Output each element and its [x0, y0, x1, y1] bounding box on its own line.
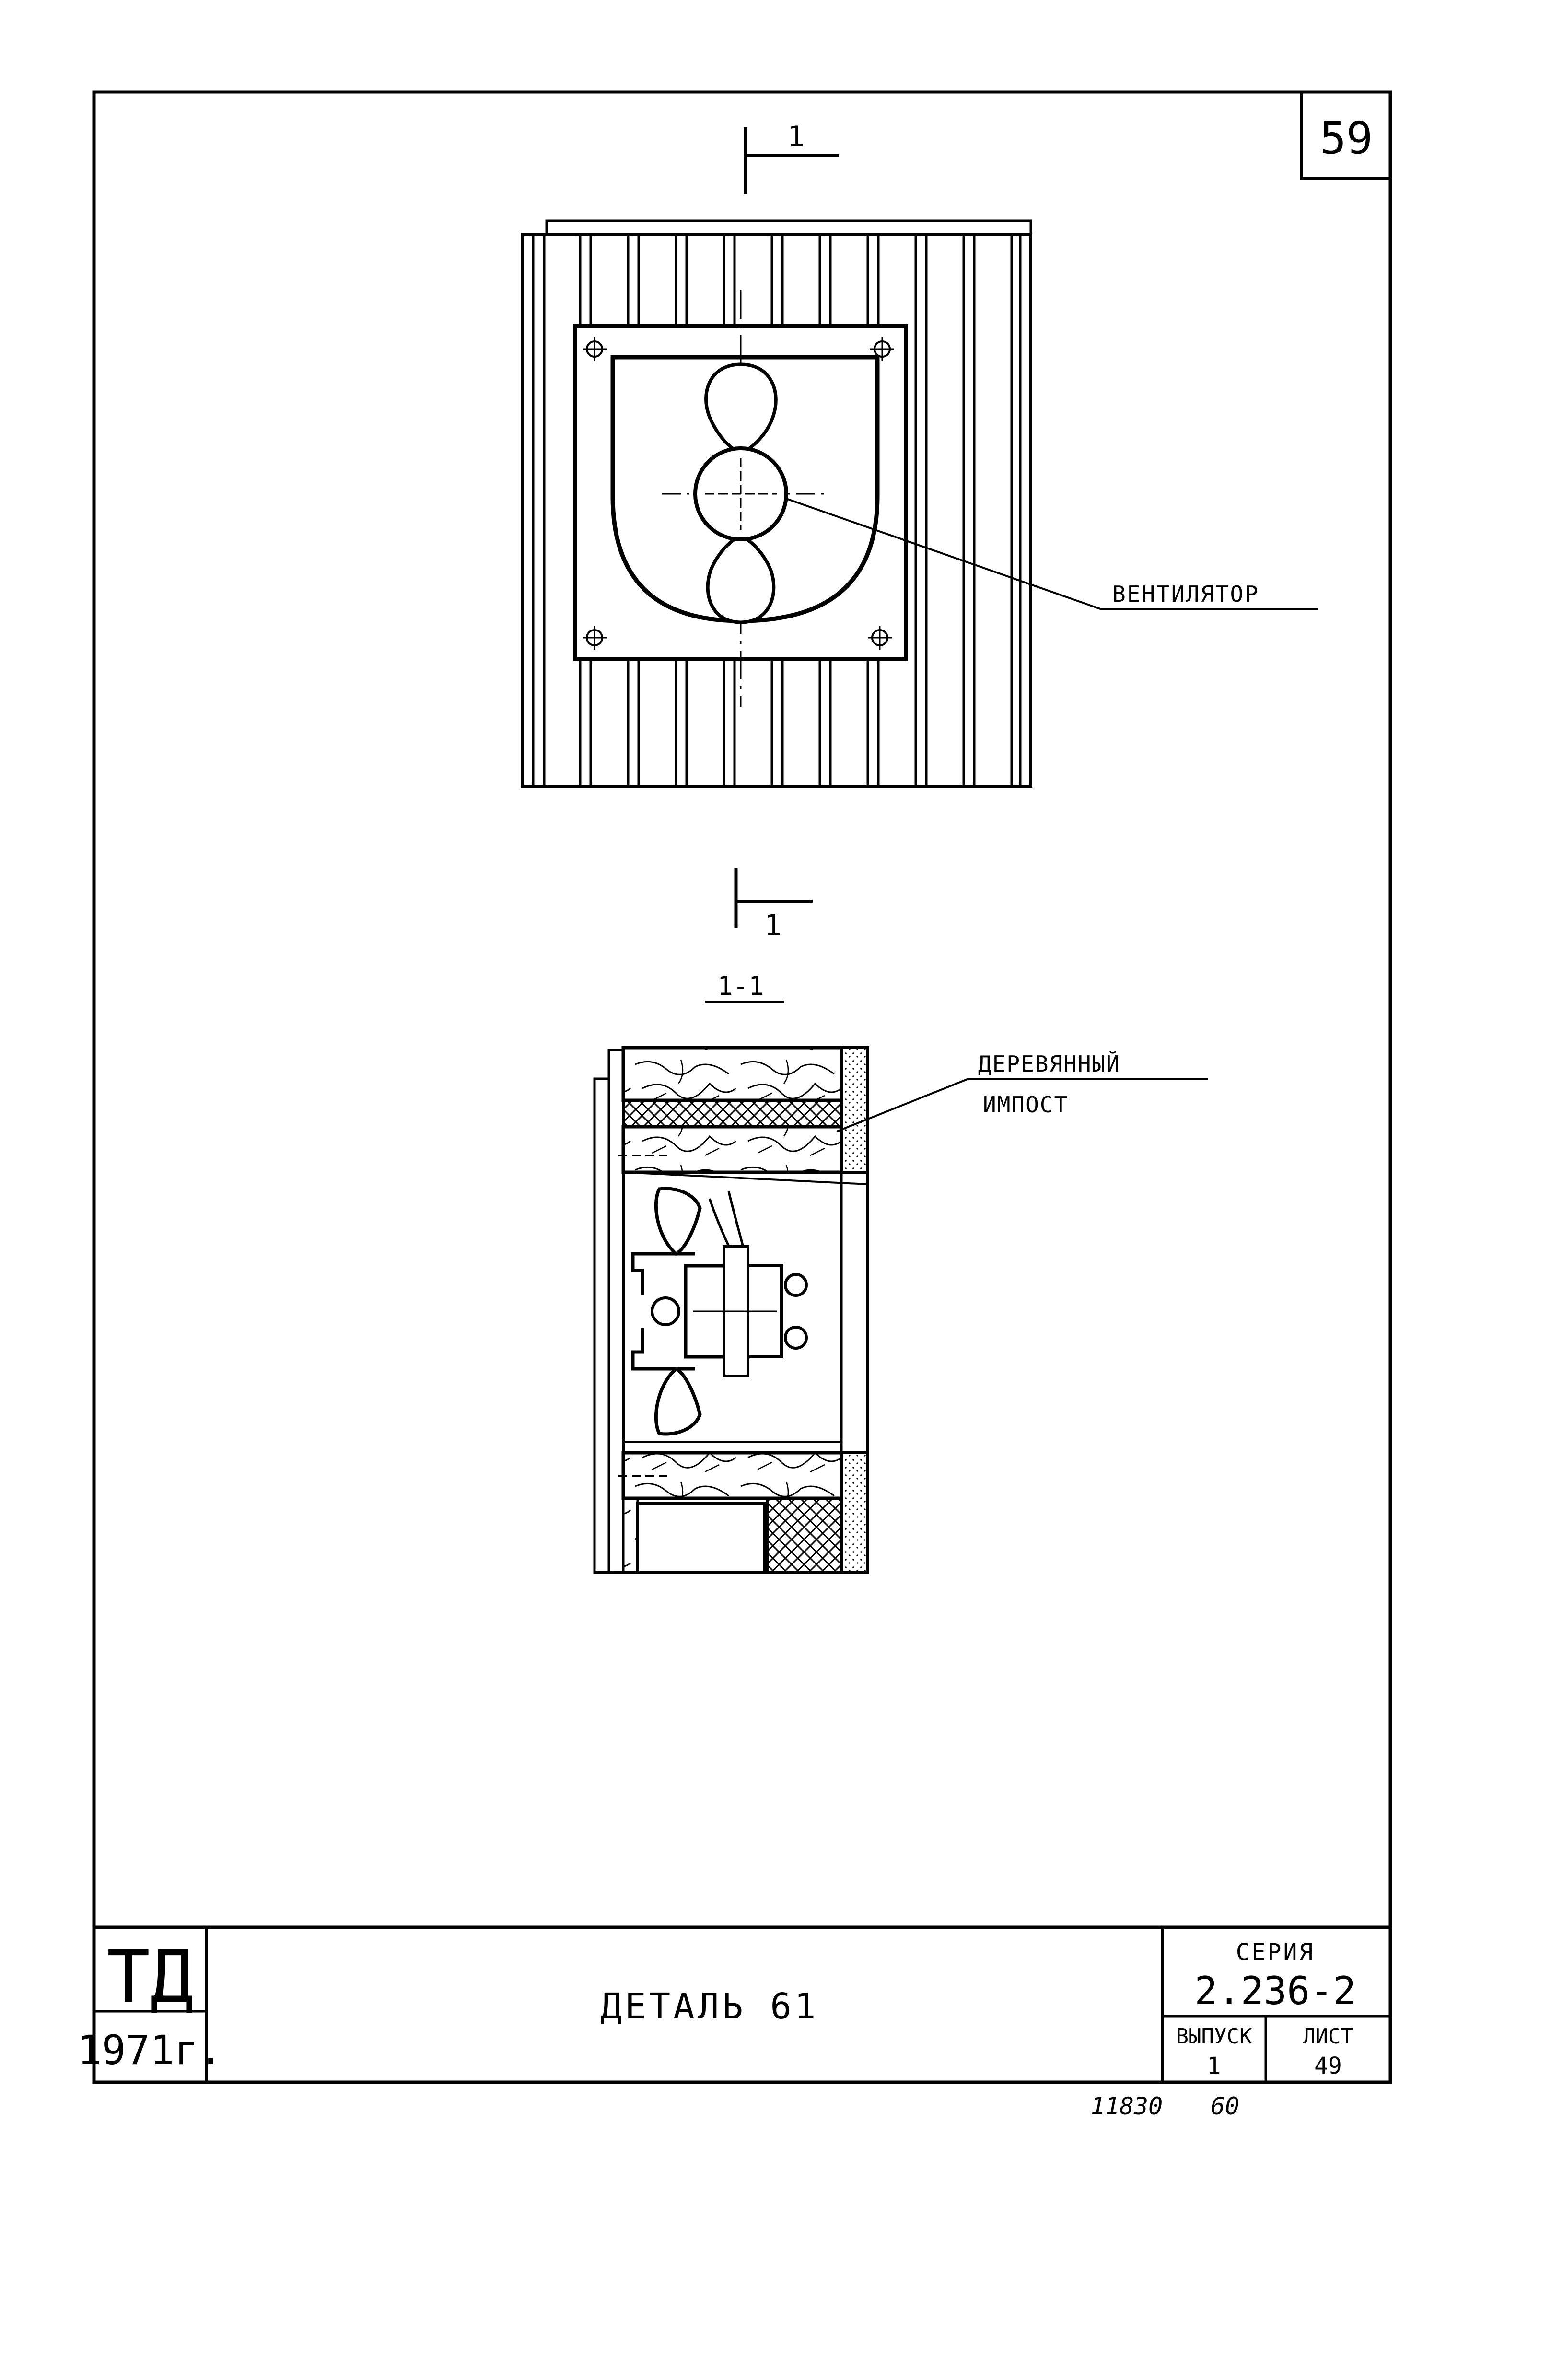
- title-block: ТД 1971г. ДЕТАЛЬ 61 СЕРИЯ 2.236-2 ВЫПУСК…: [77, 1927, 1390, 2082]
- page-number: 59: [1320, 113, 1373, 164]
- ventilator-callout: ВЕНТИЛЯТОР: [786, 498, 1318, 610]
- impost-insulation-top: [622, 1099, 843, 1128]
- impost-label-line2: ИМПОСТ: [983, 1092, 1068, 1118]
- page-number-box: 59: [1300, 91, 1392, 180]
- impost-plaster-strip: [840, 1046, 869, 1174]
- panel-top-cap: [545, 219, 1032, 236]
- year-text: 1971г.: [77, 2027, 222, 2074]
- ventilator-plate: [573, 290, 908, 707]
- impost-bottom-timber: [621, 1451, 843, 1500]
- plan-view: 1: [521, 120, 1318, 942]
- series-value: 2.236-2: [1194, 1969, 1356, 2013]
- fan-blade-bottom: [706, 534, 776, 624]
- screw-top-right: [870, 337, 894, 361]
- fan-section: [631, 1187, 808, 1436]
- sheet-frame: [92, 90, 1392, 2084]
- screw-bottom-right: [868, 626, 892, 650]
- section-mark-bottom: 1: [734, 868, 813, 942]
- issue-value: 1: [1207, 2053, 1221, 2079]
- bottom-note-left: 11830: [1091, 2092, 1163, 2120]
- impost-plaster-strip-bottom: [840, 1451, 869, 1574]
- series-label: СЕРИЯ: [1236, 1939, 1315, 1966]
- section-mark-top: 1: [744, 120, 839, 194]
- impost-insulation-bottom: [766, 1497, 843, 1574]
- section-mark-bottom-label: 1: [764, 909, 782, 942]
- org-logo: ТД: [107, 1936, 194, 2019]
- section-view: 1-1: [593, 971, 1208, 1574]
- issue-label: ВЫПУСК: [1176, 2024, 1252, 2049]
- drawing-title: ДЕТАЛЬ 61: [601, 1986, 819, 2027]
- screw-bottom-left: [583, 626, 607, 650]
- ventilator-label: ВЕНТИЛЯТОР: [1112, 581, 1260, 607]
- impost-label-line1: ДЕРЕВЯННЫЙ: [978, 1051, 1120, 1077]
- bottom-note-right: 60: [1211, 2092, 1239, 2120]
- section-mark-top-label: 1: [787, 120, 805, 153]
- sheet-label: ЛИСТ: [1303, 2024, 1353, 2049]
- impost-top-timber: [621, 1046, 843, 1102]
- impost-lower-timber: [621, 1125, 843, 1174]
- impost-callout: ДЕРЕВЯННЫЙ ИМПОСТ: [836, 1051, 1208, 1132]
- screw-top-left: [583, 337, 607, 361]
- sheet-value: 49: [1314, 2053, 1342, 2079]
- section-title: 1-1: [717, 971, 764, 1001]
